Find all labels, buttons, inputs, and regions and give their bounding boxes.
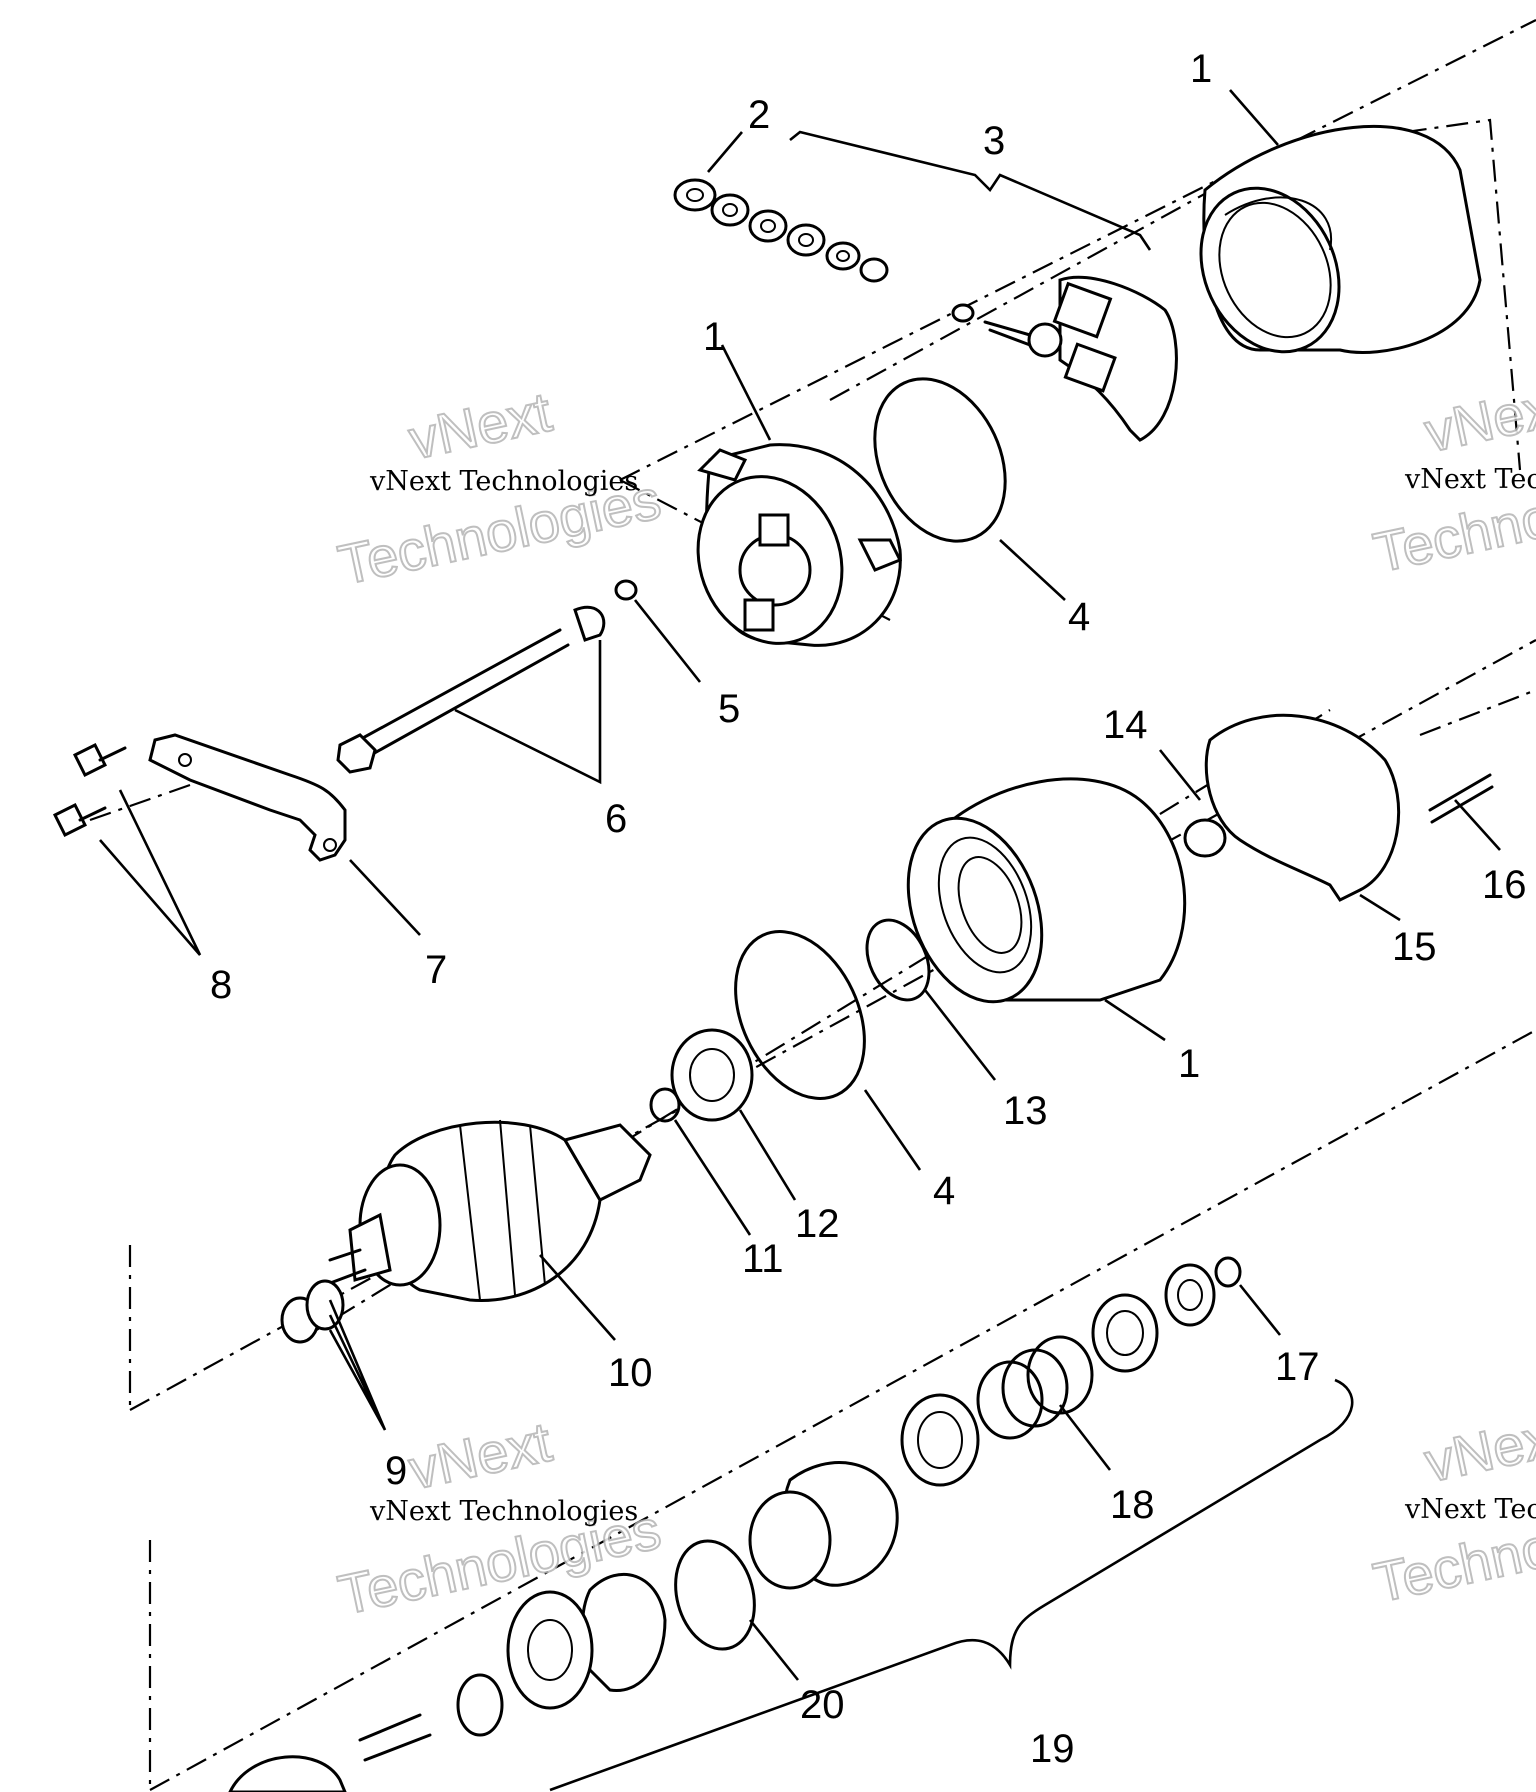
callout-19: 19 xyxy=(1030,1727,1075,1771)
callout-1-yoke: 1 xyxy=(1190,47,1212,91)
bolt-16 xyxy=(1428,773,1494,824)
o-ring-4-mid xyxy=(734,930,866,1100)
callout-17: 17 xyxy=(1275,1345,1320,1389)
callout-3: 3 xyxy=(983,119,1005,163)
svg-text:vNext: vNext xyxy=(1419,372,1536,463)
callout-labels: 1 2 3 1 4 5 6 7 8 14 16 15 1 13 4 12 11 … xyxy=(210,47,1527,1771)
callout-2: 2 xyxy=(748,93,770,137)
svg-text:vNext Technologies: vNext Technologies xyxy=(369,1496,638,1527)
end-cover xyxy=(696,443,903,647)
svg-text:vNext Technologies: vNext Technologies xyxy=(1404,464,1536,495)
callout-15: 15 xyxy=(1392,925,1437,969)
svg-text:vNext: vNext xyxy=(403,1410,557,1501)
callout-9: 9 xyxy=(385,1449,407,1493)
callout-4-top: 4 xyxy=(1068,595,1090,639)
clutch-parts xyxy=(228,1256,1242,1792)
group-brackets xyxy=(549,130,1354,1792)
callout-20: 20 xyxy=(800,1683,845,1727)
callout-16: 16 xyxy=(1482,863,1527,907)
brush-holder-assembly xyxy=(951,275,1178,442)
callout-6: 6 xyxy=(605,797,627,841)
washer-set xyxy=(673,178,889,283)
callout-7: 7 xyxy=(425,948,447,992)
watermark-right-bottom: vNext Technologies vNext Technologies xyxy=(1367,1401,1536,1615)
svg-text:vNext: vNext xyxy=(1419,1402,1536,1493)
bracket-bolts xyxy=(52,742,127,838)
callout-11: 11 xyxy=(742,1237,784,1281)
svg-text:vNext Technologies: vNext Technologies xyxy=(369,466,638,497)
gasket-15 xyxy=(1204,713,1401,902)
small-washer-5 xyxy=(614,579,638,601)
yoke-housing xyxy=(1199,124,1482,354)
callout-18: 18 xyxy=(1110,1483,1155,1527)
through-bolt xyxy=(336,605,606,774)
callout-1-drive-housing: 1 xyxy=(1178,1042,1200,1086)
callout-5: 5 xyxy=(718,687,740,731)
watermark-right-top: vNext Technologies vNext Technologies xyxy=(1367,371,1536,585)
callout-13: 13 xyxy=(1003,1089,1048,1133)
svg-text:vNext: vNext xyxy=(403,380,557,471)
o-ring-13 xyxy=(865,918,931,1002)
callout-14: 14 xyxy=(1103,703,1148,747)
callout-10: 10 xyxy=(608,1351,653,1395)
clip-11 xyxy=(649,1087,681,1123)
svg-text:vNext Technologies: vNext Technologies xyxy=(1404,1494,1536,1525)
armature xyxy=(323,1119,652,1302)
mounting-bracket xyxy=(148,733,347,862)
o-ring-4-top xyxy=(873,377,1007,543)
drive-housing xyxy=(906,777,1187,1004)
callout-4-mid: 4 xyxy=(933,1169,955,1213)
callout-12: 12 xyxy=(795,1202,840,1246)
callout-1-end-cover: 1 xyxy=(703,315,725,359)
nut-washer-9 xyxy=(280,1279,345,1344)
bearing-12 xyxy=(670,1028,754,1122)
leader-lines xyxy=(99,89,1501,1681)
washer-14 xyxy=(1183,818,1227,858)
callout-8: 8 xyxy=(210,963,232,1007)
watermark-left-top: vNext Technologies vNext Technologies xyxy=(332,379,667,598)
